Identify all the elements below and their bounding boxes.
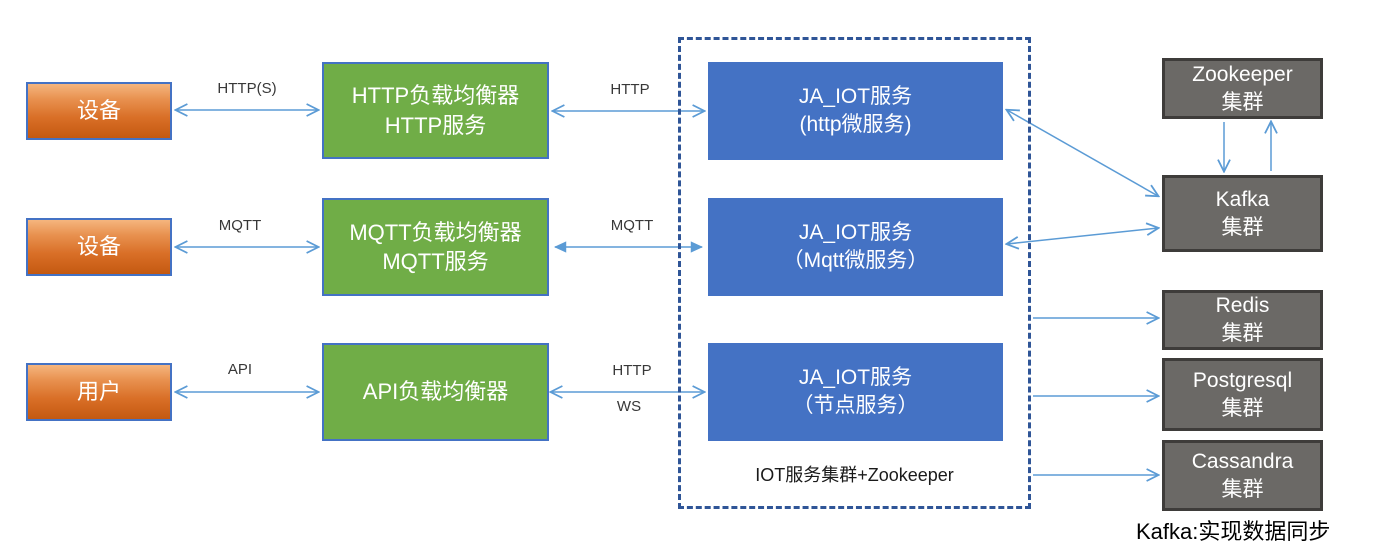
zookeeper-line1: Zookeeper — [1192, 62, 1293, 86]
edge-label-mqtt-left: MQTT — [218, 217, 262, 234]
http-lb-line2: HTTP服务 — [384, 112, 487, 138]
node-http-load-balancer: HTTP负载均衡器 HTTP服务 — [322, 62, 549, 159]
cassandra-line2: 集群 — [1221, 477, 1264, 501]
node-iot-http-service: JA_IOT服务 (http微服务) — [708, 62, 1003, 160]
kafka-line1: Kafka — [1215, 187, 1270, 211]
iot-node-line2: （节点服务） — [792, 394, 919, 417]
cassandra-line1: Cassandra — [1191, 449, 1294, 473]
node-device-2: 设备 — [26, 218, 172, 276]
iot-node-line1: JA_IOT服务 — [798, 366, 913, 390]
postgresql-line2: 集群 — [1221, 396, 1264, 420]
edge-label-ws: WS — [616, 398, 642, 415]
edge-label-http-row3: HTTP — [612, 362, 652, 379]
edge-label-http-row1: HTTP — [610, 81, 650, 98]
iot-http-line1: JA_IOT服务 — [798, 85, 913, 109]
kafka-line2: 集群 — [1221, 215, 1264, 239]
edge-label-https: HTTP(S) — [217, 80, 277, 97]
node-mqtt-load-balancer: MQTT负载均衡器 MQTT服务 — [322, 198, 549, 296]
api-lb-line1: API负载均衡器 — [362, 379, 509, 405]
node-device-1-label: 设备 — [76, 98, 121, 124]
http-lb-line1: HTTP负载均衡器 — [351, 83, 520, 109]
mqtt-lb-line2: MQTT服务 — [382, 249, 489, 274]
node-api-load-balancer: API负载均衡器 — [322, 343, 549, 441]
edge-label-api: API — [227, 361, 253, 378]
redis-line1: Redis — [1215, 294, 1270, 318]
node-zookeeper-cluster: Zookeeper 集群 — [1162, 58, 1323, 119]
node-kafka-cluster: Kafka 集群 — [1162, 175, 1323, 252]
zookeeper-line2: 集群 — [1221, 90, 1264, 114]
node-device-1: 设备 — [26, 82, 172, 140]
mqtt-lb-line1: MQTT负载均衡器 — [349, 219, 522, 245]
iot-cluster-container — [678, 37, 1031, 509]
kafka-sync-caption: Kafka:实现数据同步 — [1136, 519, 1331, 544]
node-postgresql-cluster: Postgresql 集群 — [1162, 358, 1323, 431]
node-user-label: 用户 — [76, 379, 121, 405]
node-user: 用户 — [26, 363, 172, 421]
node-device-2-label: 设备 — [76, 234, 121, 260]
redis-line2: 集群 — [1221, 322, 1264, 345]
iot-http-line2: (http微服务) — [799, 113, 912, 136]
node-cassandra-cluster: Cassandra 集群 — [1162, 440, 1323, 511]
iot-mqtt-line2: （Mqtt微服务） — [782, 249, 929, 272]
edge-label-mqtt-right: MQTT — [610, 217, 654, 234]
iot-mqtt-line1: JA_IOT服务 — [798, 221, 913, 245]
node-iot-mqtt-service: JA_IOT服务 （Mqtt微服务） — [708, 198, 1003, 296]
postgresql-line1: Postgresql — [1192, 368, 1293, 392]
iot-cluster-label: IOT服务集群+Zookeeper — [755, 465, 954, 485]
node-iot-node-service: JA_IOT服务 （节点服务） — [708, 343, 1003, 441]
node-redis-cluster: Redis 集群 — [1162, 290, 1323, 350]
